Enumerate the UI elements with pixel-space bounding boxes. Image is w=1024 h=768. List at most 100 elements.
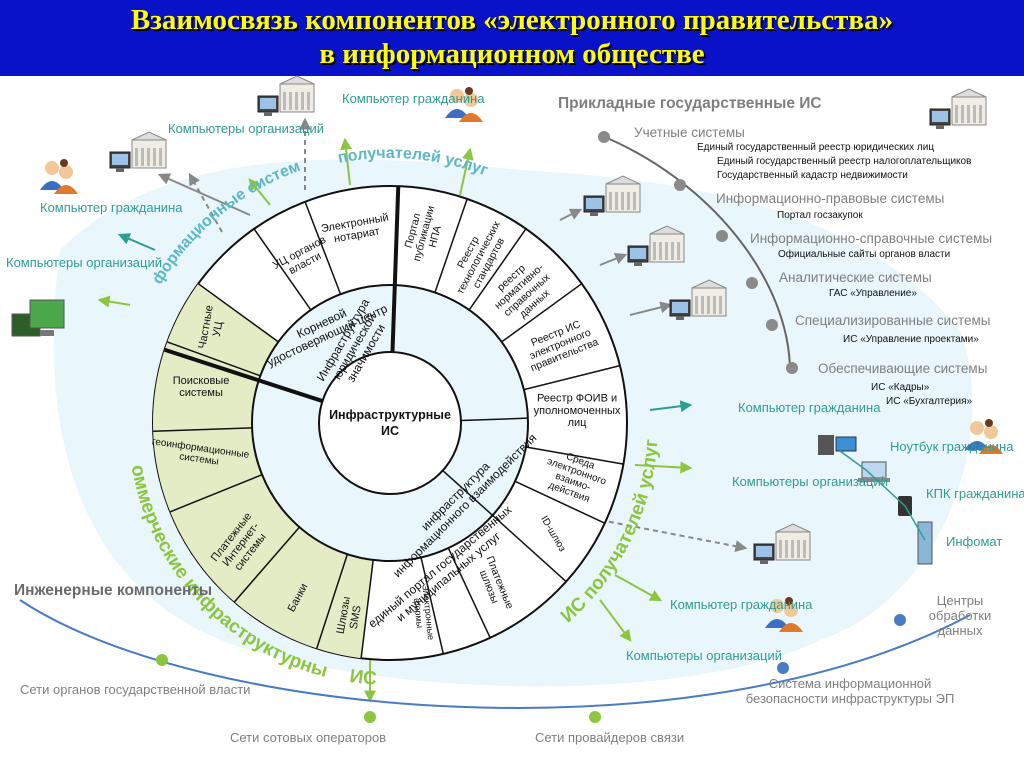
providers-label: Сети провайдеров связи bbox=[535, 730, 685, 745]
outer-divider-7 bbox=[233, 526, 301, 603]
arrow-org-1 bbox=[157, 173, 251, 216]
pda-label: КПК гражданина bbox=[926, 486, 1024, 501]
org-pcs-right: Компьютеры организаций bbox=[732, 474, 888, 489]
sector-env: Средаэлектронноговзаимо-действия bbox=[538, 446, 612, 509]
building-icon-top bbox=[257, 75, 315, 116]
node-1 bbox=[598, 131, 610, 143]
applied-cat5: Специализированные системы bbox=[795, 313, 991, 328]
outer-divider-14 bbox=[525, 446, 624, 465]
applied-cat4-item1: ГАС «Управление» bbox=[829, 288, 917, 299]
arrow-green-6 bbox=[599, 599, 632, 642]
core-label-1: Инфраструктурные bbox=[329, 408, 451, 422]
citizen-pc-bottom: Компьютер гражданина bbox=[670, 597, 813, 612]
applied-cat4: Аналитические системы bbox=[779, 270, 932, 285]
node-3 bbox=[716, 230, 728, 242]
arrow-green-8 bbox=[97, 295, 131, 308]
citizen-pc-right: Компьютер гражданина bbox=[738, 400, 881, 415]
applied-title: Прикладные государственные ИС bbox=[558, 95, 822, 112]
node-security bbox=[777, 662, 789, 674]
citizen-icon-left bbox=[40, 159, 78, 194]
applied-cat1-item3: Государственный кадастр недвижимости bbox=[717, 170, 908, 181]
applied-cat3: Информационно-справочные системы bbox=[750, 231, 993, 246]
arrow-teal-1 bbox=[649, 400, 693, 413]
building-icon-r1 bbox=[583, 175, 641, 216]
outer-divider-8 bbox=[316, 554, 349, 649]
outer-divider-12 bbox=[492, 514, 567, 583]
core-label-2: ИС bbox=[381, 424, 399, 438]
arrow-teal-2 bbox=[117, 233, 156, 251]
applied-cat6-item2: ИС «Бухгалтерия» bbox=[886, 396, 973, 407]
building-icon-right-bottom bbox=[753, 523, 811, 564]
outer-divider-6 bbox=[169, 474, 263, 513]
arrow-green-4 bbox=[634, 461, 693, 474]
outer-divider-18 bbox=[434, 198, 468, 293]
citizen-pc-left: Компьютер гражданина bbox=[40, 200, 183, 215]
org-pcs-left: Компьютеры организаций bbox=[6, 255, 162, 270]
arrow-green-1 bbox=[248, 178, 271, 206]
applied-cat3-item1: Официальные сайты органов власти bbox=[778, 249, 951, 260]
applied-cat2-item1: Портал госзакупок bbox=[777, 210, 863, 221]
bottom-arc bbox=[19, 599, 971, 709]
arrow-green-2 bbox=[340, 137, 353, 186]
node-dpc bbox=[894, 614, 906, 626]
bottom-arc-nodes bbox=[156, 614, 906, 723]
title-bar: Взаимосвязь компонентов «электронного пр… bbox=[0, 0, 1024, 76]
title-line-1: Взаимосвязь компонентов «электронного пр… bbox=[130, 4, 894, 36]
applied-cat6-item1: ИС «Кадры» bbox=[871, 382, 930, 393]
outer-divider-13 bbox=[514, 480, 606, 524]
outer-divider-3 bbox=[197, 283, 279, 343]
title-line-2: в информационном обществе bbox=[319, 38, 705, 70]
dpc-label: Центры обработки данных bbox=[928, 593, 992, 638]
applied-cat1-item2: Единый государственный реестр налогоплат… bbox=[717, 156, 972, 167]
building-icon-r3 bbox=[669, 279, 727, 320]
citizen-icon-top bbox=[445, 87, 483, 122]
arrow-green-5 bbox=[614, 574, 663, 602]
outer-divider-9 bbox=[360, 559, 374, 659]
applied-cat5-item1: ИС «Управление проектами» bbox=[843, 334, 979, 345]
commercial-band bbox=[152, 283, 348, 649]
org-pcs-top: Компьютеры организаций bbox=[168, 121, 324, 136]
arrow-gray-1 bbox=[559, 208, 583, 221]
outer-divider-16 bbox=[501, 283, 583, 343]
org-pcs-bottom: Компьютеры организаций bbox=[626, 648, 782, 663]
arrow-green-3 bbox=[459, 147, 474, 196]
outer-divider-4 bbox=[167, 341, 261, 377]
building-icon-upper-left bbox=[109, 131, 167, 172]
arrow-right-dashed bbox=[599, 519, 748, 553]
arrow-upper-left-dashed bbox=[188, 172, 223, 233]
building-icon-r2 bbox=[627, 225, 685, 266]
outer-divider-11 bbox=[447, 547, 491, 639]
monitors-icon-left bbox=[11, 299, 65, 337]
citizen-pc-top: Компьютер гражданина bbox=[342, 91, 485, 106]
node-providers bbox=[589, 711, 601, 723]
applied-cat6: Обеспечивающие системы bbox=[818, 361, 988, 376]
building-icon-right-top bbox=[929, 88, 987, 129]
commercial-band-sms bbox=[316, 554, 374, 659]
node-5 bbox=[766, 319, 778, 331]
outer-divider-5 bbox=[153, 427, 253, 433]
dashed-arrows bbox=[188, 117, 748, 553]
solid-arrows bbox=[97, 137, 693, 703]
outer-divider-1 bbox=[304, 201, 342, 295]
middle-divider-2 bbox=[460, 417, 528, 422]
citizen-icon-bottom bbox=[765, 597, 803, 632]
applied-cat2: Информационно-правовые системы bbox=[716, 191, 945, 206]
arrow-gray-3 bbox=[629, 301, 673, 316]
outer-divider-17 bbox=[468, 228, 527, 311]
outer-divider-10 bbox=[420, 557, 445, 655]
citizen-icon-right bbox=[965, 419, 1003, 454]
infomat-label: Инфомат bbox=[946, 534, 1003, 549]
sector-eforms: Электронныеформы bbox=[410, 584, 436, 642]
arrow-gray-2 bbox=[599, 252, 628, 266]
security-label: Система информационной безопасности инфр… bbox=[745, 676, 955, 706]
gov-networks-label: Сети органов государственной власти bbox=[20, 682, 251, 697]
device-icons bbox=[11, 75, 1003, 632]
applied-arc bbox=[599, 134, 791, 373]
middle-divider-3 bbox=[442, 469, 494, 516]
node-cell bbox=[364, 711, 376, 723]
applied-cat1: Учетные системы bbox=[634, 125, 745, 140]
